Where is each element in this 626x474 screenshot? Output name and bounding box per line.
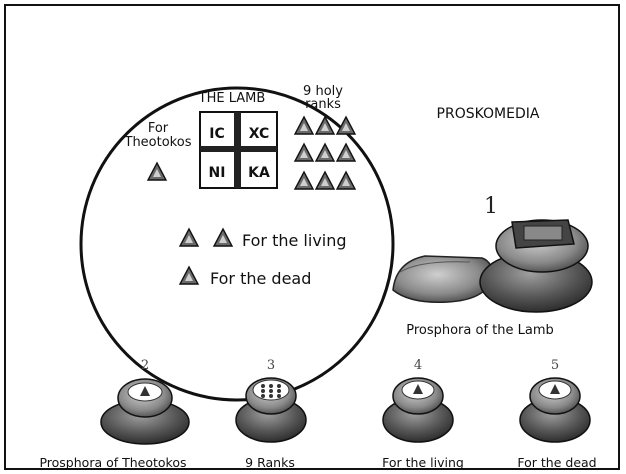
lamb-prosphora [393, 220, 592, 312]
lamb-label: THE LAMB [198, 91, 266, 106]
loaf-number: 3 [267, 358, 275, 373]
ranks-label-line2: ranks [305, 97, 341, 112]
lamb-letter-xc: XC [249, 126, 270, 142]
loaf-caption: For the dead [517, 455, 596, 470]
dead-label: For the dead [210, 269, 311, 288]
main-loaf-number: 1 [484, 194, 498, 219]
lamb-letter-ni: NI [209, 165, 226, 181]
lamb-seal: IC XC NI KA [200, 112, 277, 188]
theotokos-label-line2: Theotokos [124, 135, 192, 150]
lamb-letter-ic: IC [209, 126, 224, 142]
theotokos-label-line1: For [148, 121, 169, 136]
loaf-4: 4 [383, 358, 453, 442]
lamb-letter-ka: KA [248, 165, 270, 181]
ranks-particles [295, 117, 355, 189]
living-label: For the living [242, 231, 347, 250]
diagram-title: PROSKOMEDIA [437, 106, 540, 122]
loaf-caption: For the living [382, 455, 464, 470]
loaf-caption: Prosphora of Theotokos [39, 455, 186, 470]
loaf-5: 5 [520, 358, 590, 442]
loaf-number: 4 [414, 358, 422, 373]
loaf-caption: 9 Ranks [245, 455, 295, 470]
loaf-number: 5 [551, 358, 559, 373]
main-loaf-caption: Prosphora of the Lamb [406, 323, 554, 338]
loaf-number: 2 [141, 358, 149, 373]
